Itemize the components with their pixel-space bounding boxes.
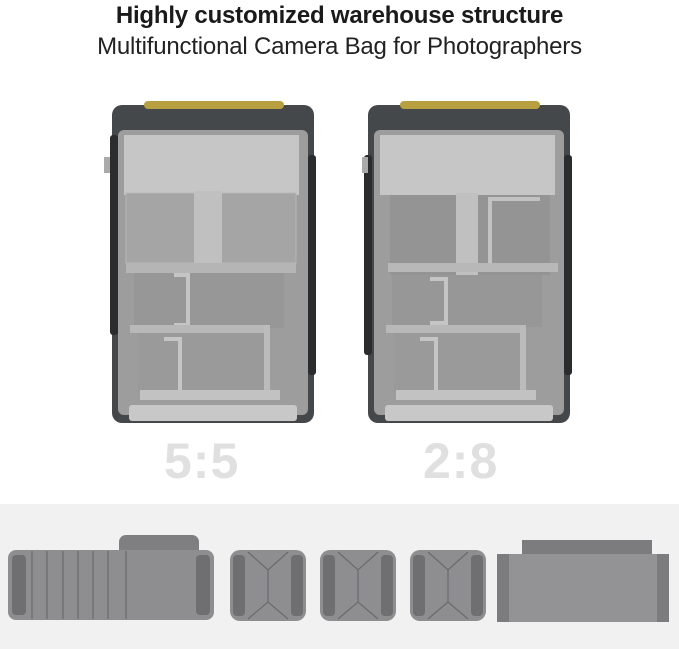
subheadline: Multifunctional Camera Bag for Photograp… <box>97 33 582 60</box>
headline: Highly customized warehouse structure <box>115 2 564 29</box>
folding-divider-3 <box>410 550 486 627</box>
folding-divider-1 <box>230 550 306 627</box>
camera-bag-2-8 <box>360 95 578 425</box>
camera-bag-5-5 <box>104 95 322 425</box>
folding-divider-2 <box>320 550 396 627</box>
long-folding-divider <box>8 535 216 626</box>
ratio-label-2-8: 2:8 <box>423 433 499 489</box>
top-shelf-divider <box>497 540 669 629</box>
ratio-label-5-5: 5:5 <box>164 433 240 489</box>
